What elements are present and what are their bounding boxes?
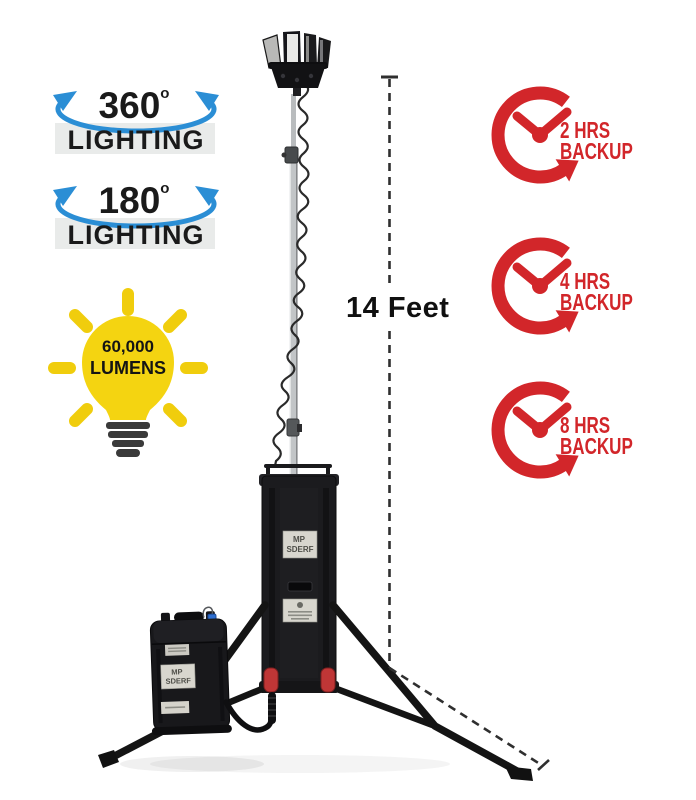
clock-center (532, 422, 548, 438)
clock-circle-arrow (491, 86, 570, 184)
backup-hours: 8 HRS (560, 412, 611, 438)
rotation-360-icon: 360o LIGHTING (53, 85, 219, 155)
arrow-head-left (53, 186, 77, 206)
badge-backup-4hrs: 4 HRS BACKUP (486, 231, 696, 343)
right-foot (505, 766, 533, 781)
arrow-head-right (195, 186, 219, 206)
main-case-label-line2: SDERF (286, 545, 313, 554)
backup-label: BACKUP (560, 138, 633, 164)
arrow-head-right (195, 91, 219, 111)
battery-case-label-line2: SDERF (165, 676, 191, 686)
arrow-head (555, 310, 579, 333)
telescopic-mast (281, 94, 302, 477)
bulb-glass (82, 316, 174, 420)
case-slot (287, 581, 313, 592)
backup-text: 8 HRS BACKUP (560, 412, 633, 459)
arrow-head-left (53, 91, 77, 111)
badge-backup-8hrs: 8 HRS BACKUP (486, 375, 696, 487)
badge-lumens: 60,000 LUMENS (48, 288, 208, 473)
height-measurement-line (381, 75, 550, 771)
lighting-label: LIGHTING (68, 220, 205, 250)
clock-circle-arrow (491, 381, 570, 479)
coiled-cable (272, 83, 310, 467)
degrees-180-text: 180o (99, 180, 170, 221)
power-cable (223, 692, 276, 733)
backup-hours: 2 HRS (560, 117, 611, 143)
led-light-head (262, 31, 331, 96)
badge-backup-2hrs: 2 HRS BACKUP (486, 80, 696, 192)
mast-clamp-upper (284, 146, 299, 164)
clock-center (532, 278, 548, 294)
spec-sticker (282, 598, 318, 623)
case-handle (264, 464, 332, 478)
backup-hours: 4 HRS (560, 268, 611, 294)
battery-case: MP SDERF (149, 606, 232, 736)
svg-text:MP SDERF: MP SDERF (286, 535, 313, 554)
clock-arrow-icon (491, 381, 579, 479)
lighting-band (55, 218, 215, 249)
battery-case-label-line1: MP (171, 667, 183, 676)
backup-text: 2 HRS BACKUP (560, 117, 633, 164)
badge-360-lighting: 360o LIGHTING (50, 80, 222, 158)
clock-arrow-icon (491, 86, 579, 184)
bulb-base (106, 422, 150, 457)
backup-label: BACKUP (560, 289, 633, 315)
lumens-value: 60,000 (102, 337, 154, 356)
arrow-head (555, 454, 579, 477)
backup-label: BACKUP (560, 433, 633, 459)
lighting-band (55, 123, 215, 154)
rotation-180-icon: 180o LIGHTING (53, 180, 219, 250)
clock-arrow-icon (491, 237, 579, 335)
main-case-label-line1: MP (293, 535, 306, 544)
clock-center (532, 127, 548, 143)
lumens-unit: LUMENS (90, 358, 166, 378)
ground-shadows (120, 755, 450, 773)
clock-circle-arrow (491, 237, 570, 335)
battery-top-sticker (164, 644, 190, 656)
badge-180-lighting: 180o LIGHTING (50, 175, 222, 253)
wire-loop (202, 606, 214, 618)
height-label: 14 Feet (336, 289, 460, 328)
left-foot (98, 750, 119, 768)
rotation-arrow-arc (55, 195, 217, 229)
leg-clamps (263, 667, 336, 693)
degrees-360-text: 360o (99, 85, 170, 126)
main-case: MP SDERF (259, 474, 339, 693)
lighting-label: LIGHTING (68, 125, 205, 155)
battery-case-label: MP SDERF (160, 663, 196, 690)
rotation-arrow-arc (55, 100, 217, 134)
svg-text:MP SDERF: MP SDERF (165, 667, 191, 686)
bulb-rays (48, 288, 208, 427)
light-bulb-icon: 60,000 LUMENS (48, 288, 208, 457)
backup-text: 4 HRS BACKUP (560, 268, 633, 315)
arrow-head (555, 159, 579, 182)
main-case-label: MP SDERF (282, 530, 318, 559)
